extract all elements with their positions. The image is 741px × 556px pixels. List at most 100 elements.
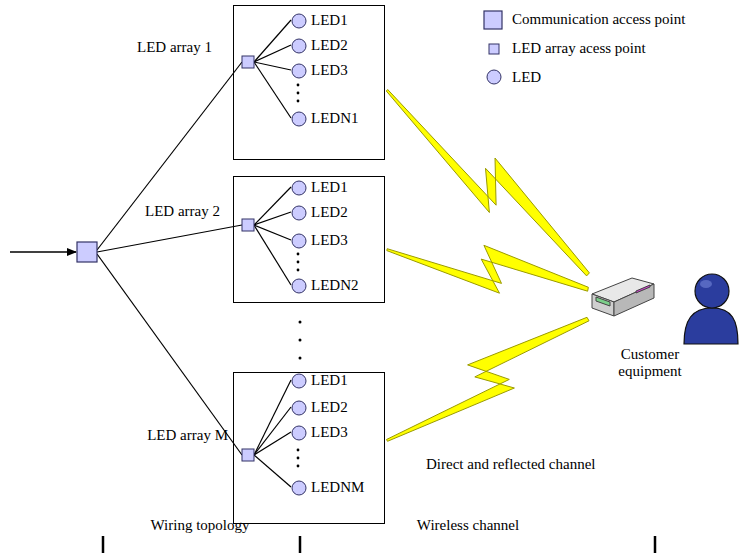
customer-device-icon (588, 268, 658, 332)
wire (254, 45, 291, 62)
led-circle (292, 64, 306, 78)
led-circle (292, 206, 306, 220)
ellipsis-dot (297, 100, 300, 103)
led-circle-icon (291, 205, 307, 221)
communication-access-point (77, 242, 97, 262)
led-circle-icon (291, 278, 307, 294)
led-node: LED2 (292, 203, 351, 223)
led-node: LED1 (292, 371, 351, 391)
input-arrow (10, 251, 76, 252)
wire (97, 62, 242, 250)
led-array-box: LED array MLED1LED2LED3LEDNM (233, 372, 385, 524)
led-node: LED3 (292, 61, 351, 81)
ellipsis-dot (299, 339, 302, 342)
lightning-connector (387, 317, 590, 441)
customer-label: Customer equipment (602, 346, 698, 381)
led-circle (292, 401, 306, 415)
customer-equipment: Customer equipment (588, 262, 712, 386)
wire (254, 407, 291, 455)
section-bar (299, 536, 302, 553)
device-side (614, 284, 654, 316)
section-bar (102, 536, 105, 553)
free-label: Direct and reflected channel (424, 456, 597, 473)
legend-text: Communication access point (512, 11, 685, 28)
led-label: LED3 (311, 232, 348, 249)
led-circle-icon (291, 400, 307, 416)
lightning-bolt (387, 245, 589, 293)
device-stripe (596, 297, 610, 306)
device-accent (636, 285, 650, 293)
person-highlight (700, 280, 712, 288)
led-circle (292, 279, 306, 293)
led-node: LED2 (292, 398, 351, 418)
device-front (592, 294, 614, 316)
wire (254, 187, 291, 225)
free-label: Wireless channel (417, 517, 519, 534)
led-label: LED2 (311, 204, 348, 221)
led-node: LED2 (292, 36, 351, 56)
led-circle (292, 481, 306, 495)
led-array-box: LED array 2LED1LED2LED3LEDN2 (233, 176, 385, 303)
led-circle (292, 374, 306, 388)
person-body (684, 308, 738, 344)
ellipsis-dot (297, 457, 300, 460)
led-node: LEDNM (292, 478, 368, 498)
lightning-bolt (387, 317, 590, 441)
ellipsis-dot (299, 357, 302, 360)
array-access-point (242, 449, 254, 461)
free-label: Wiring topology (151, 517, 250, 534)
led-label: LED1 (311, 12, 348, 29)
led-node: LEDN1 (292, 109, 362, 129)
led-label: LEDN1 (311, 110, 359, 127)
led-label: LED2 (311, 399, 348, 416)
array-access-point (242, 56, 254, 68)
wire (254, 225, 291, 285)
led-node: LED1 (292, 11, 351, 31)
led-node: LED3 (292, 423, 351, 443)
section-bar (654, 536, 657, 553)
ellipsis-dot (297, 465, 300, 468)
ellipsis-dot (299, 321, 302, 324)
led-array-box: LED array 1LED1LED2LED3LEDN1 (233, 5, 385, 160)
array-access-point (242, 219, 254, 231)
wire (254, 62, 291, 70)
led-circle-icon (291, 13, 307, 29)
wire (254, 455, 291, 487)
led-circle-icon (291, 480, 307, 496)
ellipsis-dot (297, 253, 300, 256)
led-circle (292, 181, 306, 195)
led-circle (292, 234, 306, 248)
led-circle (292, 14, 306, 28)
ellipsis-dot (297, 269, 300, 272)
legend-text: LED array acess point (512, 40, 646, 57)
led-circle-icon (291, 38, 307, 54)
ellipsis-dot (297, 261, 300, 264)
wire (97, 225, 242, 252)
wire (254, 212, 291, 225)
led-circle (292, 426, 306, 440)
led-circle-icon (291, 111, 307, 127)
led-label: LEDN2 (311, 277, 359, 294)
array-heading: LED array M (147, 427, 228, 444)
led-circle-icon (291, 63, 307, 79)
legend-sample-circle (487, 70, 501, 84)
legend-sample-square (484, 11, 502, 29)
ellipsis-dot (297, 449, 300, 452)
led-label: LED1 (311, 179, 348, 196)
wire (254, 380, 291, 455)
ellipsis-dot (297, 84, 300, 87)
wire (254, 432, 291, 455)
led-label: LED3 (311, 62, 348, 79)
wire (254, 20, 291, 62)
wire (254, 225, 291, 240)
led-label: LED3 (311, 424, 348, 441)
wire (254, 62, 291, 118)
led-circle-icon (291, 233, 307, 249)
wire (97, 254, 242, 455)
led-circle (292, 39, 306, 53)
legend-sample-small-square (489, 44, 499, 54)
led-label: LED2 (311, 37, 348, 54)
legend-text: LED (512, 69, 541, 86)
